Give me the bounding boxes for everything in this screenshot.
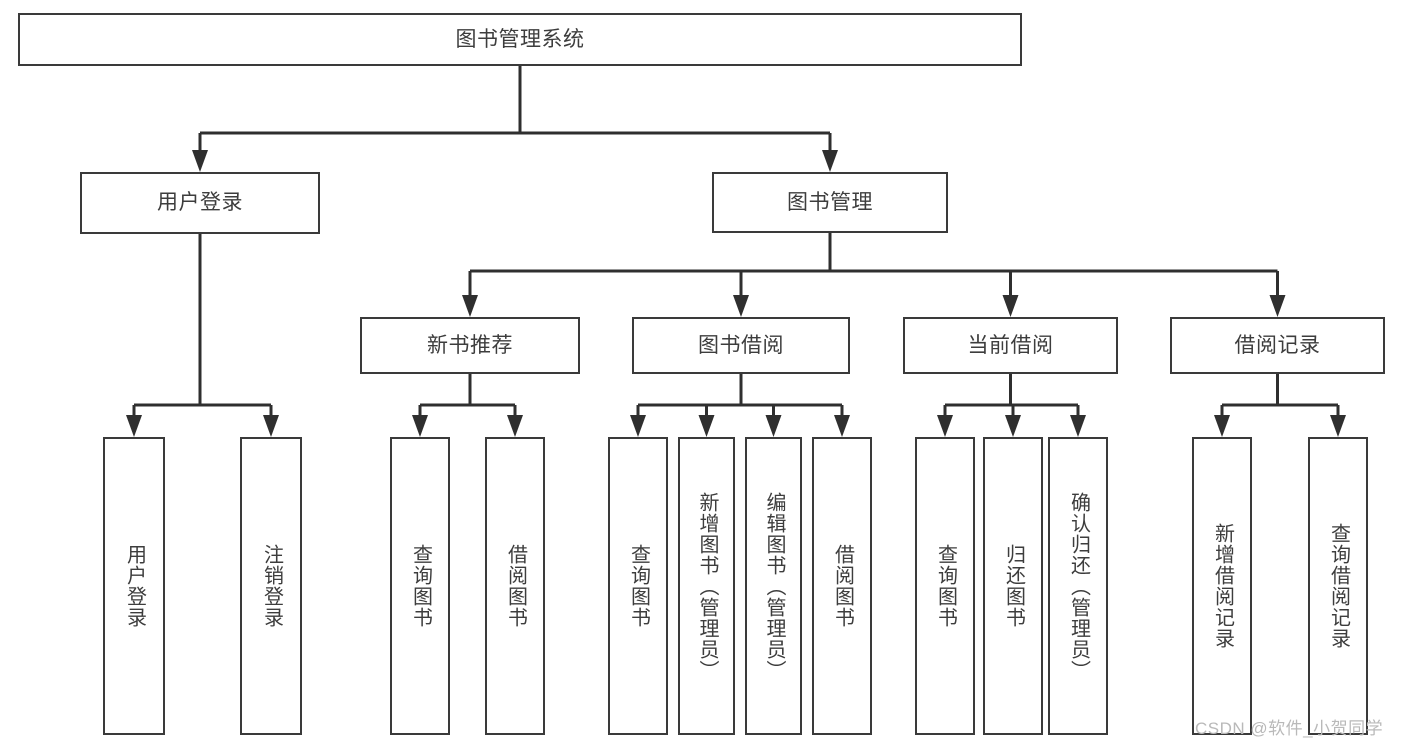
node-label: 查询图书 — [627, 544, 650, 628]
node-label: 查询图书 — [409, 544, 432, 628]
node-label: 图书管理系统 — [455, 27, 585, 51]
edge-arrowhead — [507, 415, 523, 437]
node-label: 新增图书（管理员） — [696, 491, 718, 681]
node-label: 当前借阅 — [967, 333, 1054, 357]
node-label: 用户登录 — [157, 191, 243, 215]
watermark-text: CSDN @软件_小贺同学 — [1195, 719, 1384, 738]
node-label: 查询图书 — [934, 544, 957, 628]
node-newbook[interactable]: 新书推荐 — [360, 317, 580, 374]
node-leaf-cur-1[interactable]: 查询图书 — [915, 437, 975, 735]
node-leaf-new-2[interactable]: 借阅图书 — [485, 437, 545, 735]
node-label: 归还图书 — [1002, 544, 1025, 628]
node-label: 编辑图书（管理员） — [763, 491, 785, 681]
node-label: 图书管理 — [787, 190, 873, 214]
node-label: 新增借阅记录 — [1211, 523, 1234, 649]
edge-arrowhead — [462, 295, 478, 317]
node-leaf-cur-3[interactable]: 确认归还（管理员） — [1048, 437, 1108, 735]
node-leaf-bor-4[interactable]: 借阅图书 — [812, 437, 872, 735]
node-leaf-rec-2[interactable]: 查询借阅记录 — [1308, 437, 1368, 735]
node-label: 新书推荐 — [427, 333, 513, 357]
edge-arrowhead — [1002, 295, 1019, 317]
node-leaf-bor-3[interactable]: 编辑图书（管理员） — [745, 437, 802, 735]
node-leaf-login-2[interactable]: 注销登录 — [240, 437, 302, 735]
node-borrow[interactable]: 图书借阅 — [632, 317, 850, 374]
edge-arrowhead — [630, 415, 646, 437]
node-leaf-bor-2[interactable]: 新增图书（管理员） — [678, 437, 735, 735]
node-leaf-cur-2[interactable]: 归还图书 — [983, 437, 1043, 735]
node-leaf-bor-1[interactable]: 查询图书 — [608, 437, 668, 735]
node-leaf-new-1[interactable]: 查询图书 — [390, 437, 450, 735]
edge-arrowhead — [834, 415, 850, 437]
edge-arrowhead — [1070, 415, 1086, 437]
node-label: 借阅图书 — [504, 544, 527, 628]
edge-arrowhead — [1005, 415, 1021, 437]
edge-arrowhead — [192, 150, 208, 172]
edge-arrowhead — [937, 415, 953, 437]
edge-arrowhead — [1269, 295, 1286, 317]
edge-arrowhead — [698, 415, 715, 437]
edge-arrowhead — [412, 415, 428, 437]
node-current[interactable]: 当前借阅 — [903, 317, 1118, 374]
node-label: 借阅图书 — [831, 544, 854, 628]
node-label: 确认归还（管理员） — [1067, 491, 1090, 681]
node-label: 用户登录 — [123, 544, 146, 628]
edge-arrowhead — [822, 150, 838, 172]
node-label: 注销登录 — [260, 544, 283, 628]
edge-arrowhead — [733, 295, 749, 317]
node-label: 图书借阅 — [698, 333, 784, 357]
node-login[interactable]: 用户登录 — [80, 172, 320, 234]
edge-arrowhead — [263, 415, 279, 437]
node-root[interactable]: 图书管理系统 — [18, 13, 1022, 66]
edge-arrowhead — [1330, 415, 1346, 437]
node-leaf-login-1[interactable]: 用户登录 — [103, 437, 165, 735]
node-records[interactable]: 借阅记录 — [1170, 317, 1385, 374]
node-label: 查询借阅记录 — [1327, 523, 1350, 649]
node-bookmgmt[interactable]: 图书管理 — [712, 172, 948, 233]
node-label: 借阅记录 — [1234, 333, 1321, 357]
edge-arrowhead — [1214, 415, 1230, 437]
edge-arrowhead — [126, 415, 142, 437]
edge-arrowhead — [765, 415, 782, 437]
node-leaf-rec-1[interactable]: 新增借阅记录 — [1192, 437, 1252, 735]
